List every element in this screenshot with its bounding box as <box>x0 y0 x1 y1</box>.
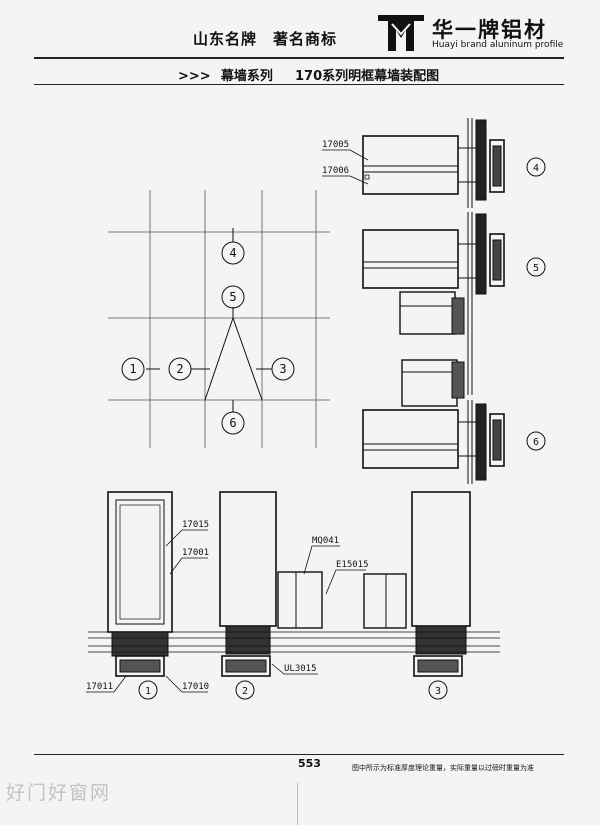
callout-4-label: 4 <box>229 246 236 260</box>
header-rule <box>34 57 564 59</box>
leader-lines <box>86 149 369 693</box>
part-label-mq041: MQ041 <box>312 536 339 546</box>
plan-detail-1 <box>107 491 173 677</box>
elevation-triangle <box>146 228 272 412</box>
page-number: 553 <box>298 757 321 770</box>
fold-line <box>297 783 298 825</box>
callout-2-detail: 2 <box>235 680 255 700</box>
subtitle-rule <box>34 84 564 85</box>
callout-4-grid: 4 <box>221 241 245 265</box>
callout-4-detail: 4 <box>526 157 546 177</box>
plan-detail-2 <box>219 491 407 677</box>
brand-name-en: Huayi brand aluninum profile <box>432 40 564 50</box>
series-name: 幕墙系列 <box>220 69 273 84</box>
huayi-logo-icon <box>378 15 424 51</box>
callout-6-detail-label: 6 <box>533 437 539 448</box>
header-slogan: 山东名牌 著名商标 <box>193 30 338 48</box>
callout-3-detail: 3 <box>428 680 448 700</box>
callout-3-label: 3 <box>279 362 286 376</box>
weight-note: 图中所示为标准厚度理论重量，实际重量以过磅时重量为准 <box>352 764 534 772</box>
part-label-ul3015: UL3015 <box>284 664 317 674</box>
callout-2-grid: 2 <box>168 357 192 381</box>
part-label-17010: 17010 <box>182 682 209 692</box>
section-detail-5 <box>362 212 505 407</box>
section-detail-4 <box>362 118 505 208</box>
glazing-lines <box>88 631 500 653</box>
callout-5-grid: 5 <box>221 285 245 309</box>
callout-1-label: 1 <box>129 362 136 376</box>
subtitle-arrows: >>> <box>178 69 211 84</box>
section-detail-6 <box>362 400 505 484</box>
plan-detail-3 <box>411 491 471 677</box>
part-label-17006: 17006 <box>322 166 349 176</box>
callout-1-detail-label: 1 <box>145 686 151 697</box>
part-label-17005: 17005 <box>322 140 349 150</box>
elevation-grid <box>108 190 330 448</box>
part-label-17001: 17001 <box>182 548 209 558</box>
callout-1-grid: 1 <box>121 357 145 381</box>
callout-5-label: 5 <box>229 290 236 304</box>
callout-4-detail-label: 4 <box>533 163 539 174</box>
footer-rule <box>34 754 564 755</box>
callout-3-grid: 3 <box>271 357 295 381</box>
callout-5-detail-label: 5 <box>533 263 539 274</box>
callout-1-detail: 1 <box>138 680 158 700</box>
section-subtitle: >>> 幕墙系列 170系列明框幕墙装配图 <box>178 65 439 84</box>
callout-2-detail-label: 2 <box>242 686 248 697</box>
callout-6-detail: 6 <box>526 431 546 451</box>
callout-2-label: 2 <box>176 362 183 376</box>
watermark: 好门好窗网 <box>6 782 112 804</box>
callout-5-detail: 5 <box>526 257 546 277</box>
part-label-e15015: E15015 <box>336 560 369 570</box>
part-label-17015: 17015 <box>182 520 209 530</box>
callout-6-grid: 6 <box>221 411 245 435</box>
page-title: 170系列明框幕墙装配图 <box>294 69 440 84</box>
callout-3-detail-label: 3 <box>435 686 441 697</box>
part-label-17011: 17011 <box>86 682 113 692</box>
brand-name-cn: 华一牌铝材 <box>432 18 547 42</box>
callout-6-label: 6 <box>229 416 236 430</box>
